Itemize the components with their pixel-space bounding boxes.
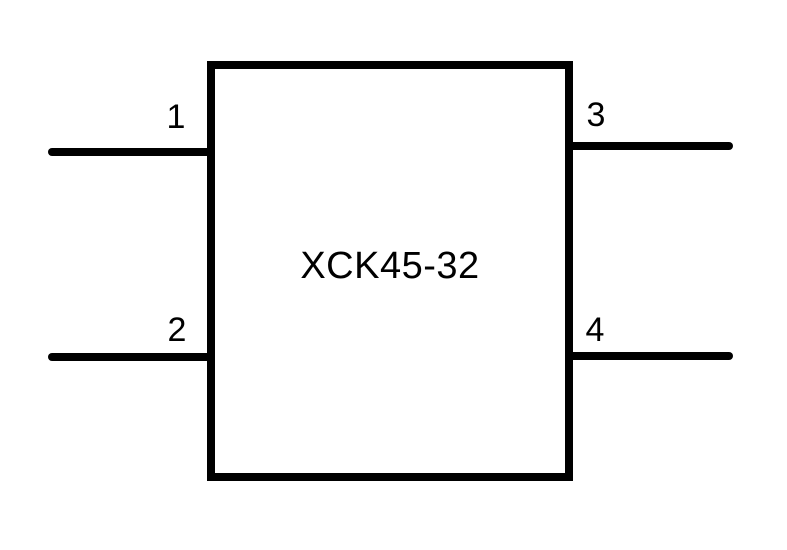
pin-4-label: 4 [585,311,605,349]
pin-1-label: 1 [166,98,186,136]
component-label: XCK45-32 [300,245,480,287]
pin-4-wire [569,352,733,360]
pin-2-label: 2 [167,311,187,349]
pin-1-wire [48,148,211,156]
pin-3-label: 3 [586,96,606,134]
pin-3-wire [569,142,733,150]
component-body: XCK45-32 [207,61,573,481]
pin-2-wire [48,353,211,361]
